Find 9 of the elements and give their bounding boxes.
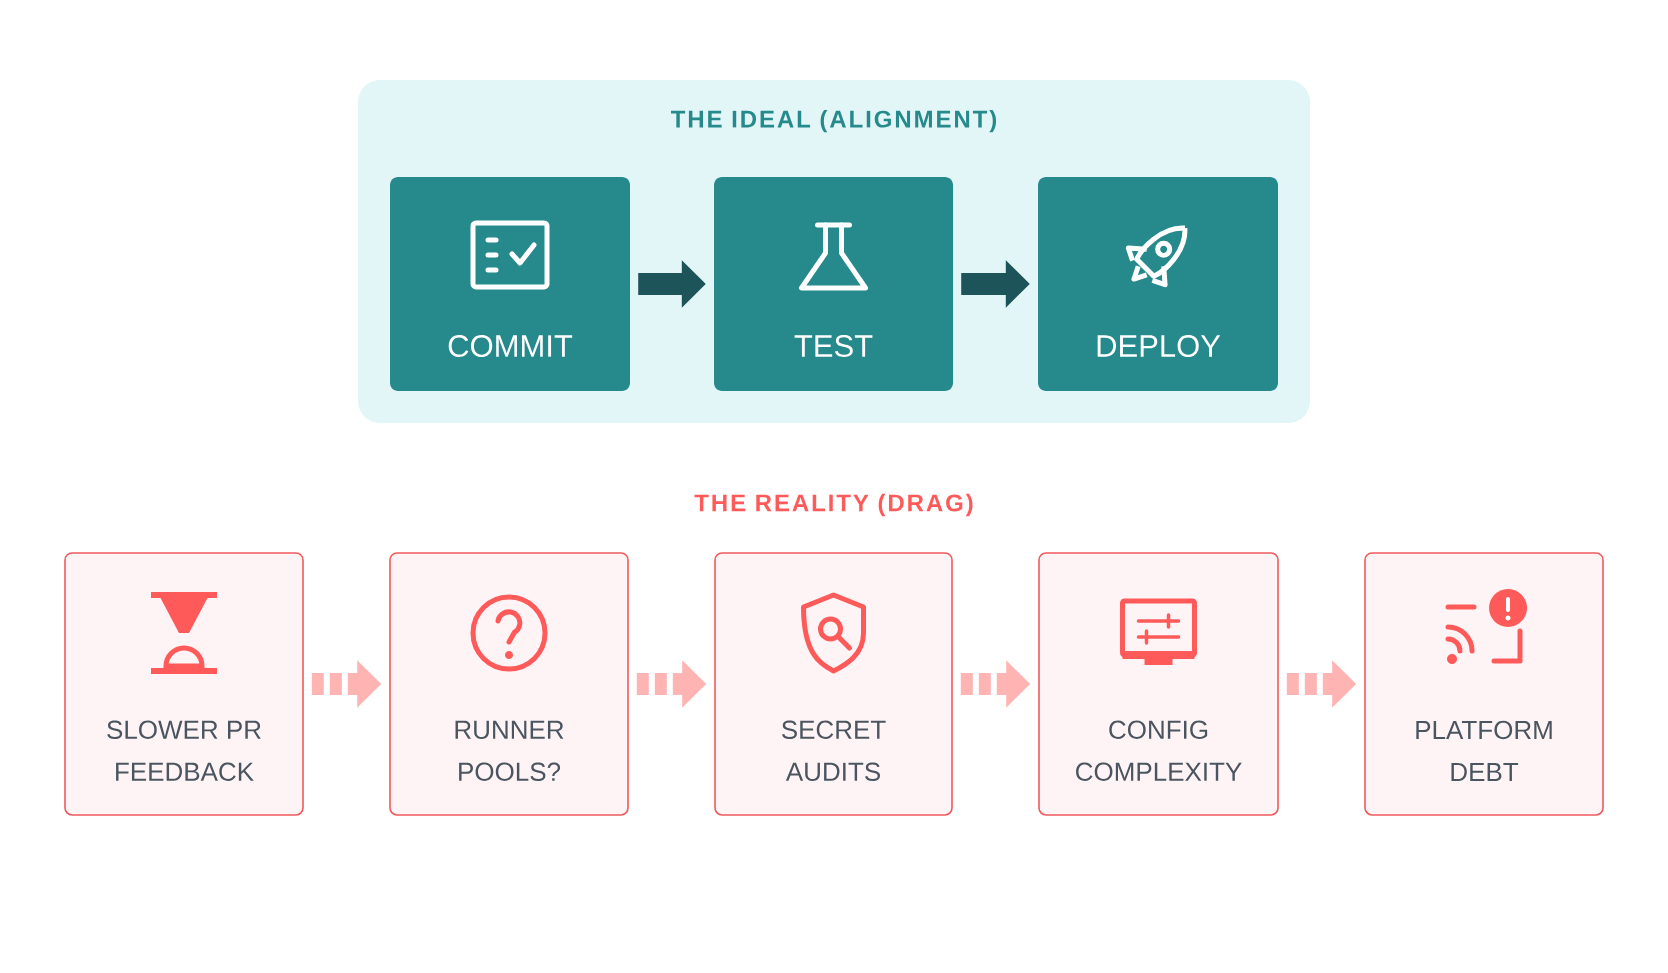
issue-box: SECRET AUDITS xyxy=(714,552,953,816)
issue-box: RUNNER POOLS? xyxy=(389,552,629,816)
section-heading: THE REALITY (DRAG) xyxy=(694,493,973,517)
issue-box: PLATFORM DEBT xyxy=(1364,552,1604,816)
step-box: TEST xyxy=(714,177,953,391)
issue-box: CONFIG COMPLEXITY xyxy=(1038,552,1279,816)
issue-box: SLOWER PR FEEDBACK xyxy=(64,552,304,816)
step-box: DEPLOY xyxy=(1038,177,1278,391)
step-box: COMMIT xyxy=(390,177,630,391)
